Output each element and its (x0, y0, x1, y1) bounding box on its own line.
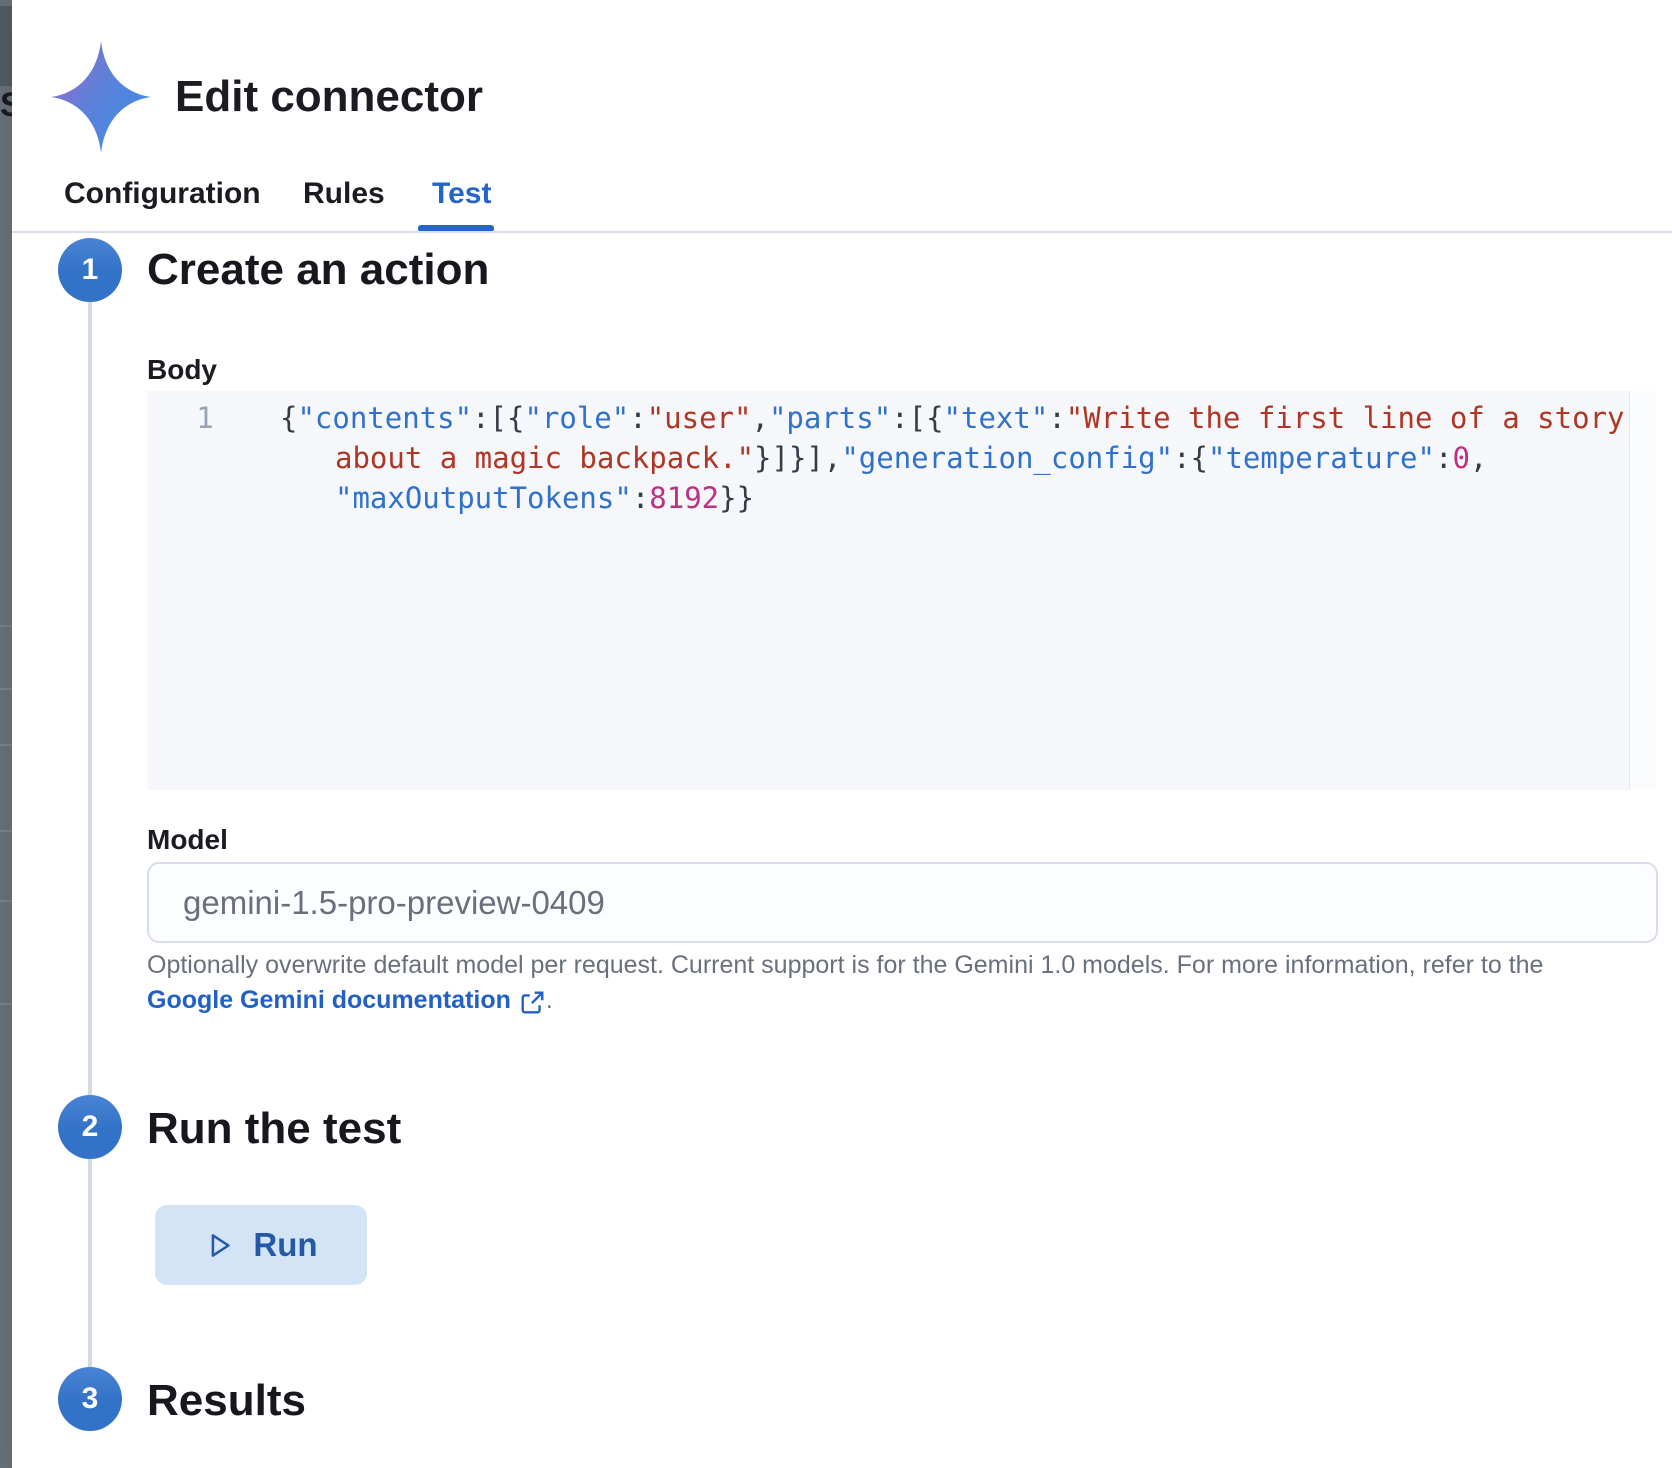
model-input[interactable] (147, 862, 1658, 943)
background-row-divider (0, 1003, 12, 1005)
step-1-title: Create an action (147, 245, 490, 294)
tab-configuration[interactable]: Configuration (64, 177, 261, 210)
body-field-label: Body (147, 354, 217, 385)
background-dark-block (0, 6, 12, 86)
gemini-docs-link-label: Google Gemini documentation (147, 986, 511, 1014)
step-3-title: Results (147, 1376, 306, 1425)
background-row-divider (0, 900, 12, 902)
background-row-divider (0, 744, 12, 746)
background-row-divider (0, 830, 12, 832)
run-button[interactable]: Run (155, 1205, 367, 1285)
step-2-title: Run the test (147, 1104, 402, 1153)
step-1-number-badge: 1 (58, 238, 122, 302)
play-icon (212, 1233, 231, 1257)
header-divider (12, 231, 1672, 233)
step-connector-line (88, 1158, 92, 1368)
model-help-line2: Google Gemini documentation . (147, 984, 553, 1017)
model-field-label: Model (147, 824, 228, 855)
gemini-logo-icon (51, 41, 151, 153)
edit-connector-flyout: Edit connector Configuration Rules Test … (12, 0, 1672, 1468)
clipped-background-text: S (0, 86, 12, 124)
tab-rules[interactable]: Rules (303, 177, 385, 210)
page-title: Edit connector (175, 72, 484, 121)
background-row-divider (0, 688, 12, 690)
code-lines: {"contents":[{"role":"user","parts":[{"t… (280, 401, 1625, 515)
active-tab-underline (418, 225, 494, 232)
editor-scrollbar-track[interactable] (1629, 391, 1656, 790)
tab-test[interactable]: Test (432, 177, 492, 210)
external-link-icon (521, 991, 544, 1014)
step-3-number-badge: 3 (58, 1367, 122, 1431)
step-2-number-badge: 2 (58, 1095, 122, 1159)
editor-line-number: 1 (196, 401, 214, 435)
model-help-text: Optionally overwrite default model per r… (147, 951, 1544, 979)
gemini-docs-link[interactable]: Google Gemini documentation (147, 984, 546, 1017)
run-button-label: Run (253, 1226, 318, 1263)
body-code-editor[interactable]: 1 {"contents":[{"role":"user","parts":[{… (147, 391, 1656, 790)
background-page-rail: S (0, 0, 12, 1468)
link-period: . (545, 986, 553, 1014)
background-row-divider (0, 625, 12, 627)
step-connector-line (88, 302, 92, 1095)
